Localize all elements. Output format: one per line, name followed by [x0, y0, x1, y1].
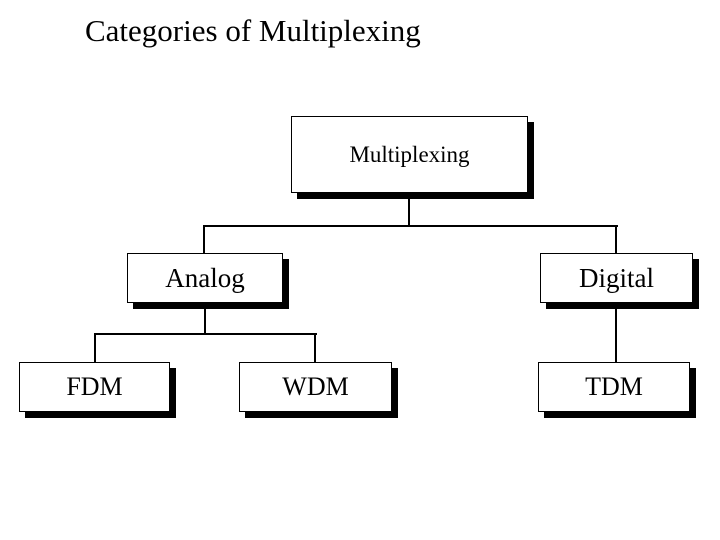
connector-row2-horizontal [204, 225, 618, 227]
node-digital: Digital [540, 253, 693, 303]
connector-to-wdm [314, 333, 316, 362]
connector-multiplexing-stem [408, 193, 410, 227]
connector-to-fdm [94, 333, 96, 362]
connector-row3-horizontal [94, 333, 317, 335]
node-analog: Analog [127, 253, 283, 303]
connector-to-analog [203, 225, 205, 253]
node-digital-label: Digital [579, 262, 654, 293]
connector-to-tdm [615, 302, 617, 362]
connector-to-digital [615, 225, 617, 253]
node-wdm: WDM [239, 362, 392, 412]
node-tdm: TDM [538, 362, 690, 412]
node-multiplexing: Multiplexing [291, 116, 528, 193]
node-analog-label: Analog [165, 262, 245, 293]
node-wdm-label: WDM [282, 372, 349, 401]
node-tdm-label: TDM [585, 372, 643, 401]
node-multiplexing-label: Multiplexing [349, 141, 470, 167]
connector-analog-stem [204, 302, 206, 335]
node-fdm-label: FDM [66, 372, 123, 401]
slide-title: Categories of Multiplexing [85, 13, 421, 48]
node-fdm: FDM [19, 362, 170, 412]
